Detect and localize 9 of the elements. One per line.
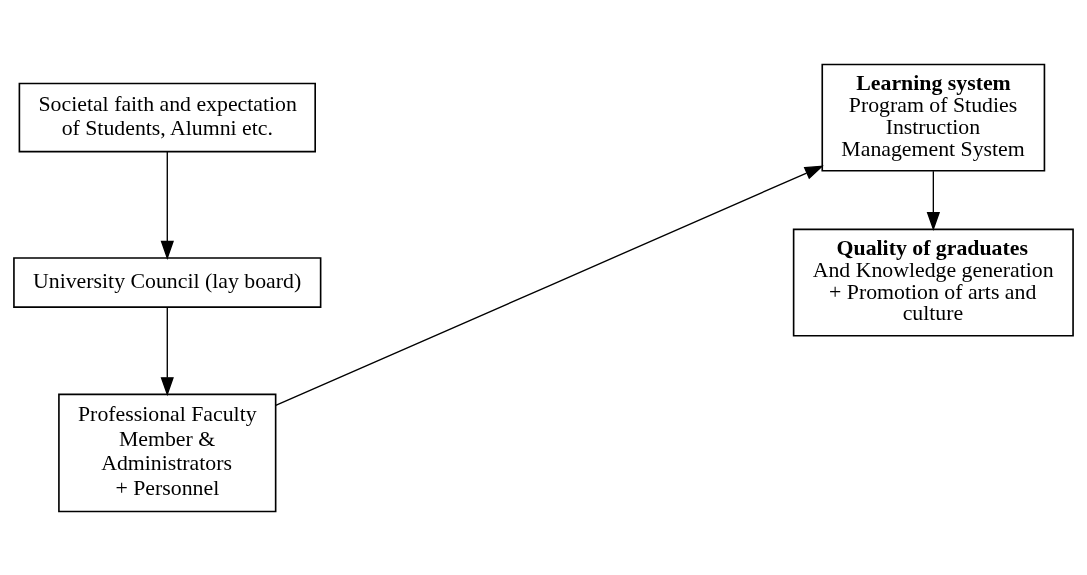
node-box: Quality of graduates And Knowledge generation + Promotion of arts and culture [792, 228, 1074, 337]
arrow [160, 150, 174, 260]
arrow [160, 306, 174, 396]
node-box: Societal faith and expectation of Students, Alumni etc. [18, 82, 316, 152]
node-box: Professional Faculty Member & Administrators + Personnel [58, 393, 277, 512]
node-box: University Council (lay board) [13, 256, 322, 308]
arrow [275, 165, 824, 406]
arrow [926, 170, 941, 231]
node-box: Learning system Program of Studies Instruction Management System [821, 63, 1046, 172]
